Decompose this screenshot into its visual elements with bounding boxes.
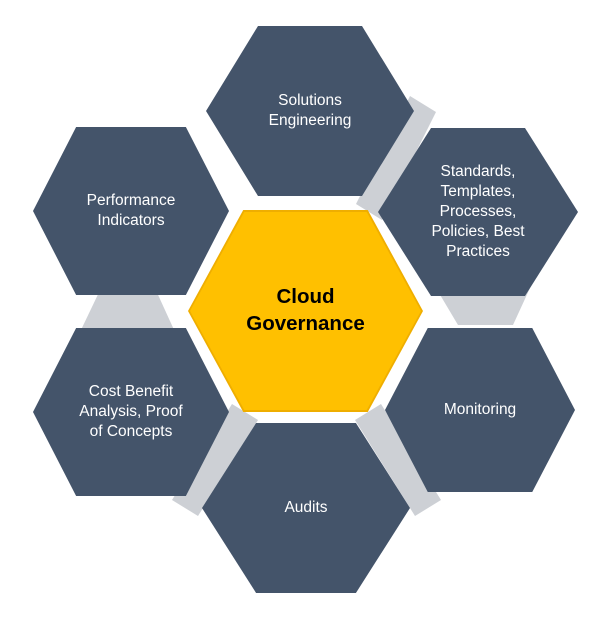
hexagon-label-standards-templates-processes: Standards, Templates, Processes, Policie…: [431, 162, 525, 261]
hexagon-label-audits: Audits: [284, 499, 328, 517]
connector-bottom-left: [172, 404, 258, 516]
hexagon-cost-benefit-analysis: Cost Benefit Analysis, Proof of Concepts: [33, 328, 229, 496]
connector-left: [80, 286, 175, 332]
hexagon-label-cost-benefit-analysis: Cost Benefit Analysis, Proof of Concepts: [79, 383, 183, 440]
hexagon-monitoring: Monitoring: [385, 328, 575, 492]
connector-bottom-right: [355, 404, 441, 516]
hexagon-performance-indicators: Performance Indicators: [33, 127, 229, 295]
hexagon-cloud-governance: Cloud Governance: [188, 210, 423, 412]
hexagon-label-cloud-governance: Cloud Governance: [246, 285, 365, 335]
hexagon-label-performance-indicators: Performance Indicators: [86, 192, 176, 229]
connector-right: [436, 288, 530, 325]
hexagon-label-monitoring: Monitoring: [443, 401, 517, 419]
connector-top-right: [356, 96, 436, 220]
hexagon-cloud-governance-face: Cloud Governance: [190, 212, 421, 410]
hexagon-label-solutions-engineering: Solutions Engineering: [268, 92, 352, 129]
